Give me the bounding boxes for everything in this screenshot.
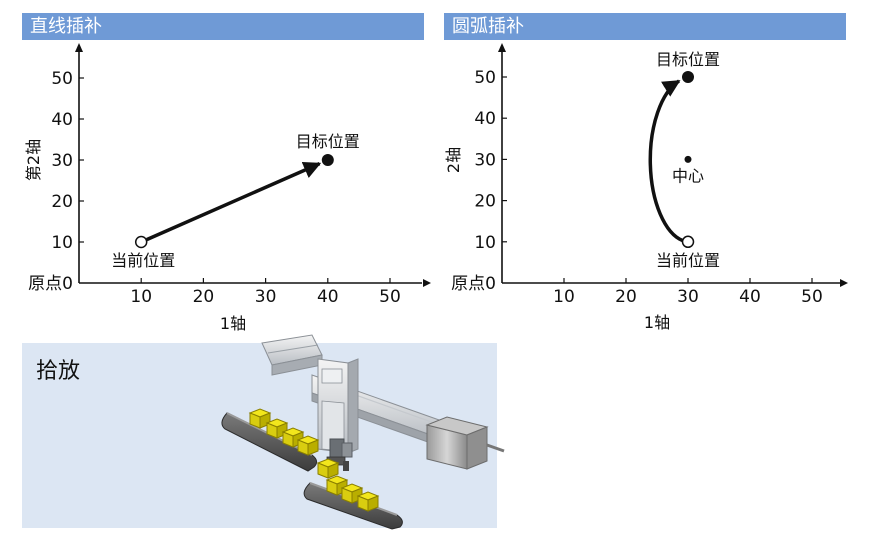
pick-and-place-title: 拾放 xyxy=(36,359,81,384)
linear-x-axis-arrow xyxy=(423,279,431,287)
linear-path-arrow xyxy=(145,161,322,242)
pick-and-place-illustration xyxy=(221,334,505,530)
motor xyxy=(425,416,505,470)
gantry-actuator xyxy=(261,334,323,376)
linear-y-tick-label: 40 xyxy=(51,110,73,130)
arc-x-axis-arrow xyxy=(840,279,848,287)
arc-x-tick-label: 50 xyxy=(801,287,823,307)
linear-ticks: 10 20 30 40 50 10 20 30 40 50 xyxy=(51,69,400,307)
arc-origin-label: 原点0 xyxy=(451,274,496,294)
arc-start-label: 当前位置 xyxy=(656,251,720,270)
arc-x-tick-label: 40 xyxy=(739,287,761,307)
arc-x-tick-label: 10 xyxy=(553,287,575,307)
linear-y-tick-label: 10 xyxy=(51,233,73,253)
linear-interpolation-chart: 10 20 30 40 50 10 20 30 40 50 原点0 1轴 第2轴 当前位置 目标位… xyxy=(24,43,431,333)
arc-header-text: 圆弧插补 xyxy=(452,16,524,37)
linear-y-tick-label: 50 xyxy=(51,69,73,89)
linear-x-tick-label: 30 xyxy=(255,287,277,307)
arc-y-tick-label: 20 xyxy=(474,192,496,212)
linear-y-tick-label: 30 xyxy=(51,151,73,171)
arc-x-axis-label: 1轴 xyxy=(644,313,670,332)
arc-interpolation-chart: 10 20 30 40 50 10 20 30 40 50 原点0 1轴 2轴 中心 当前位置 目… xyxy=(444,43,848,332)
arc-path-arrow xyxy=(648,79,684,243)
workpiece-block xyxy=(265,418,289,439)
linear-header-text: 直线插补 xyxy=(30,16,102,37)
linear-target-point xyxy=(321,154,334,166)
arc-x-tick-label: 20 xyxy=(615,287,637,307)
arc-target-label: 目标位置 xyxy=(656,50,720,69)
arc-target-point xyxy=(682,71,694,83)
workpiece-block xyxy=(296,435,320,456)
linear-start-label: 当前位置 xyxy=(111,251,175,270)
linear-x-tick-label: 10 xyxy=(130,287,152,307)
vertical-axis-carriage xyxy=(317,358,359,460)
linear-x-axis-label: 1轴 xyxy=(220,314,246,333)
arc-y-tick-label: 10 xyxy=(474,233,496,253)
arc-x-tick-label: 30 xyxy=(677,287,699,307)
arc-ticks: 10 20 30 40 50 10 20 30 40 50 xyxy=(474,68,822,307)
linear-origin-label: 原点0 xyxy=(28,274,73,294)
arc-y-tick-label: 40 xyxy=(474,109,496,129)
arc-interpolation-header: 圆弧插补 xyxy=(444,13,846,40)
linear-y-axis-label: 第2轴 xyxy=(24,139,43,181)
pick-and-place-panel: 拾放 xyxy=(22,334,505,530)
workpiece-block-held xyxy=(316,458,340,479)
workpiece-block xyxy=(356,491,380,512)
arc-center-label: 中心 xyxy=(672,166,704,185)
linear-y-axis-arrow xyxy=(75,43,83,52)
arc-y-axis-label: 2轴 xyxy=(444,147,463,173)
linear-x-tick-label: 40 xyxy=(317,287,339,307)
arc-axes xyxy=(498,43,848,287)
workpiece-block xyxy=(340,483,364,504)
linear-start-point xyxy=(134,235,148,249)
workpiece-blocks-lower xyxy=(325,475,380,512)
linear-x-tick-label: 20 xyxy=(193,287,215,307)
workpiece-blocks-upper xyxy=(248,408,320,456)
workpiece-block xyxy=(325,475,349,496)
arc-center-point xyxy=(684,155,692,163)
linear-target-label: 目标位置 xyxy=(296,132,360,151)
workpiece-block xyxy=(248,408,272,429)
linear-x-tick-label: 50 xyxy=(379,287,401,307)
linear-y-tick-label: 20 xyxy=(51,192,73,212)
arc-y-tick-label: 50 xyxy=(474,68,496,88)
arc-y-tick-label: 30 xyxy=(474,150,496,170)
arc-start-point xyxy=(681,235,695,249)
linear-axes xyxy=(75,43,431,287)
linear-interpolation-header: 直线插补 xyxy=(22,13,424,40)
arc-y-axis-arrow xyxy=(498,43,506,52)
